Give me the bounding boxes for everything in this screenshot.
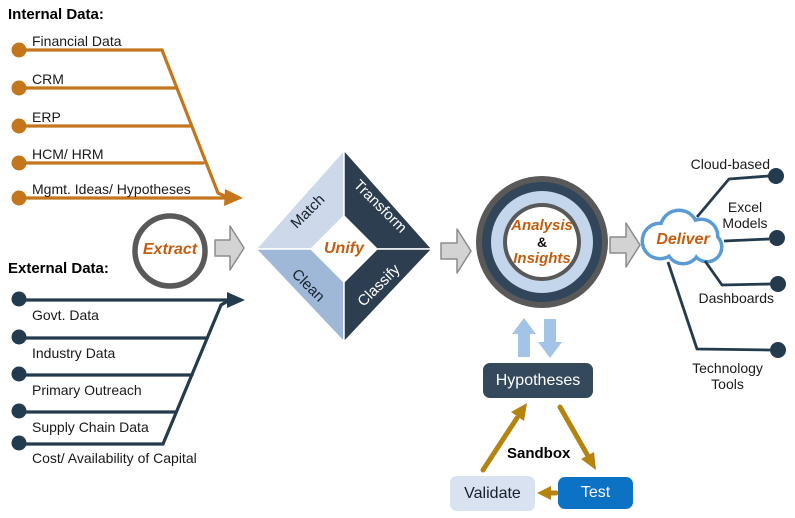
bullet-icon — [11, 403, 27, 419]
internal-item-label: Mgmt. Ideas/ Hypotheses — [32, 181, 191, 197]
flow-arrows — [214, 222, 641, 274]
feedback-arrows — [512, 318, 562, 358]
diamond-center — [310, 215, 378, 283]
output-label-cloud-based: Cloud-based — [690, 156, 770, 172]
arrow-validate-to-hypotheses — [480, 415, 520, 473]
internal-item-label: CRM — [32, 71, 64, 87]
external-item-label: Cost/ Availability of Capital — [32, 450, 197, 466]
extract-circle — [132, 213, 208, 289]
arrow-extract-to-unify-icon — [214, 225, 245, 271]
hypotheses-box: Hypotheses — [483, 363, 593, 398]
deliver-cloud — [640, 208, 724, 266]
internal-item-label: Financial Data — [32, 33, 122, 49]
test-box: Test — [558, 477, 633, 509]
internal-data-bullets — [11, 42, 243, 206]
output-spokes — [666, 174, 771, 352]
bullet-icon — [11, 80, 27, 96]
output-label-dashboards: Dashboards — [698, 290, 775, 306]
internal-data-title: Internal Data: — [8, 6, 104, 23]
external-data-bullets — [11, 291, 245, 451]
internal-data-connector — [17, 48, 229, 200]
endpoint-dot-icon — [769, 230, 785, 246]
extract-label: Extract — [142, 241, 198, 258]
external-funnel-line — [161, 299, 230, 446]
sandbox-label: Sandbox — [507, 445, 571, 462]
analysis-label-group: Analysis & Insights — [492, 217, 592, 267]
external-item-label: Primary Outreach — [32, 382, 142, 398]
external-arrowhead-icon — [227, 292, 245, 308]
bullet-icon — [11, 291, 27, 307]
test-label: Test — [580, 484, 611, 501]
bullet-icon — [11, 118, 27, 134]
output-line-excel-models — [723, 237, 770, 243]
sandbox-cycle-arrowheads — [511, 403, 596, 500]
output-dots — [768, 168, 786, 358]
internal-arrowhead-icon — [224, 189, 243, 206]
output-label-technology-tools: Technology Tools — [692, 360, 763, 393]
unify-diamond — [255, 149, 433, 343]
external-data-title: External Data: — [8, 260, 109, 277]
analysis-circle — [476, 176, 608, 308]
arrowhead-icon — [511, 403, 527, 421]
validate-box: Validate — [450, 476, 535, 511]
arrow-unify-to-analysis-icon — [440, 228, 472, 274]
bullet-icon — [11, 190, 27, 206]
external-item-label: Supply Chain Data — [32, 419, 149, 435]
internal-funnel-line — [160, 48, 229, 199]
output-line-dashboards — [703, 260, 771, 287]
analysis-label-line3: Insights — [513, 250, 571, 267]
diamond-quadrant-classify — [343, 248, 433, 343]
bullet-icon — [11, 155, 27, 171]
internal-item-label: HCM/ HRM — [32, 146, 104, 162]
analysis-center — [507, 207, 577, 277]
external-item-label: Govt. Data — [32, 307, 99, 323]
bullet-icon — [11, 329, 27, 345]
arrow-up-icon — [512, 318, 536, 357]
external-data-connector — [17, 298, 230, 446]
analysis-label-line2: & — [536, 234, 548, 250]
output-label-excel-models: Excel Models — [722, 199, 768, 232]
arrow-down-icon — [538, 319, 562, 358]
arrowhead-icon — [581, 452, 596, 470]
endpoint-dot-icon — [768, 168, 784, 184]
arrow-hypotheses-to-test — [557, 404, 591, 459]
deliver-label: Deliver — [656, 231, 710, 248]
external-item-label: Industry Data — [32, 345, 116, 361]
arrowhead-icon — [537, 486, 551, 500]
hypotheses-label: Hypotheses — [495, 371, 581, 389]
validate-label: Validate — [464, 484, 521, 502]
analysis-label-line1: Analysis — [511, 217, 573, 234]
output-line-cloud-based — [695, 174, 770, 218]
bullet-icon — [11, 435, 27, 451]
endpoint-dot-icon — [770, 342, 786, 358]
bullet-icon — [11, 42, 27, 58]
internal-item-label: ERP — [32, 109, 61, 125]
bullet-icon — [11, 366, 27, 382]
output-line-technology-tools — [666, 261, 771, 352]
endpoint-dot-icon — [770, 276, 786, 292]
arrow-analysis-to-deliver-icon — [609, 222, 641, 268]
unify-label: Unify — [324, 240, 364, 257]
